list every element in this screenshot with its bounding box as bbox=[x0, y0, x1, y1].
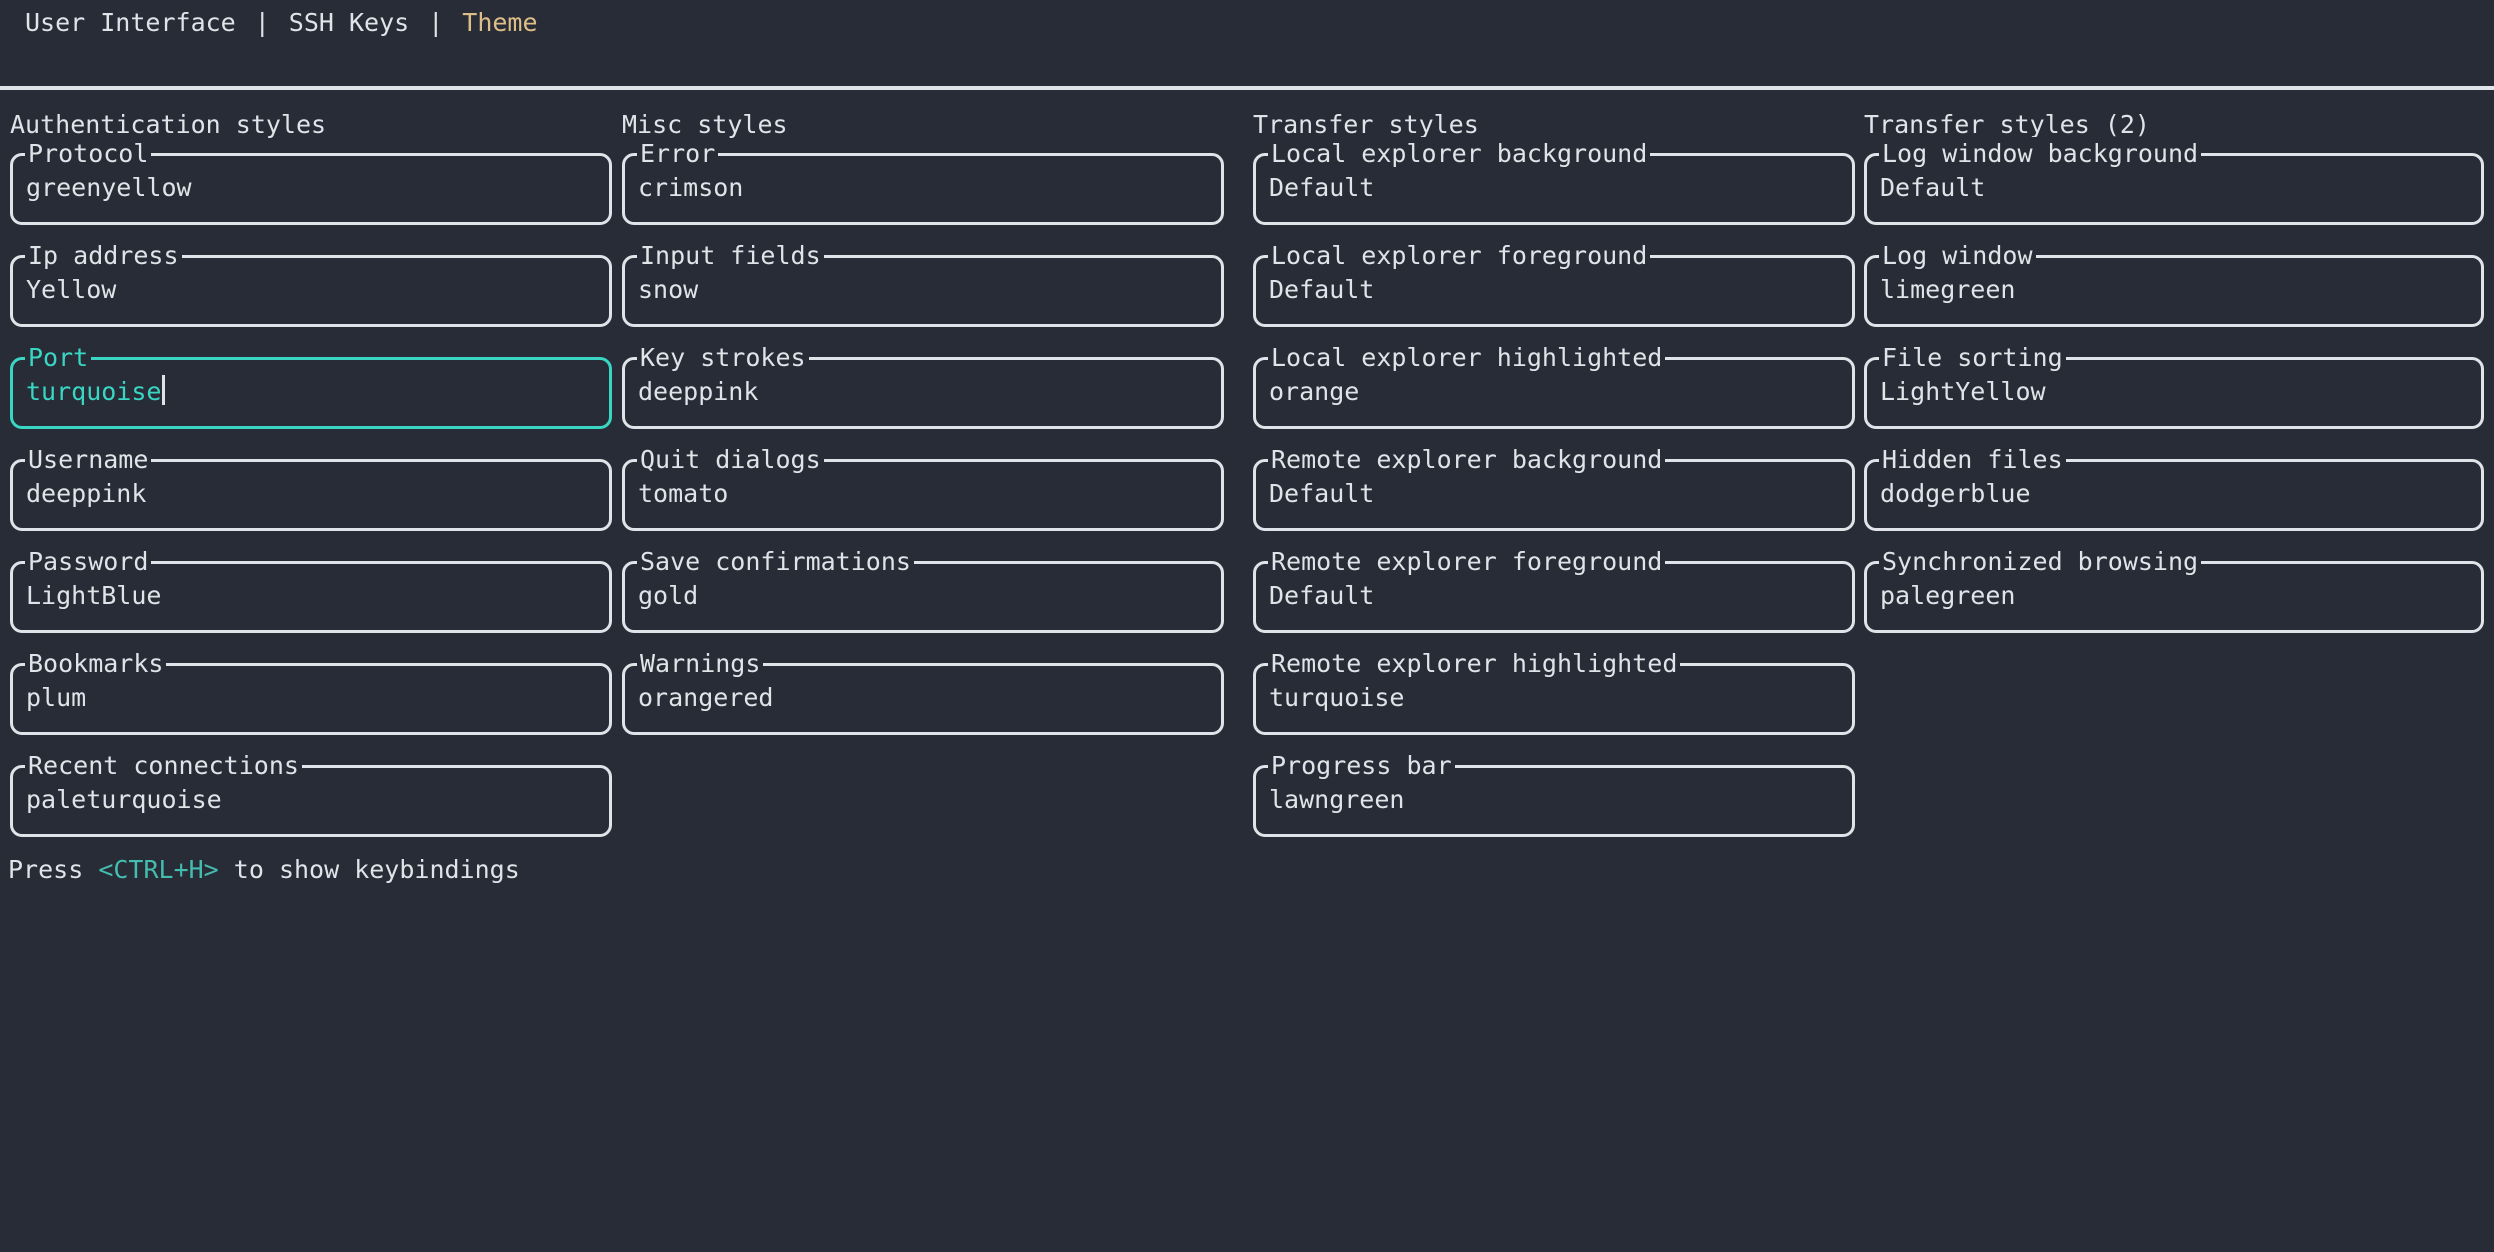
field-value: paleturquoise bbox=[26, 785, 222, 814]
hint-suffix: to show keybindings bbox=[218, 855, 520, 884]
field-label: Log window bbox=[1879, 239, 2036, 273]
field-local-explorer-background[interactable]: Local explorer background Default bbox=[1253, 137, 1855, 225]
field-label: Username bbox=[25, 443, 152, 477]
column-transfer-styles: Transfer styles Local explorer backgroun… bbox=[1253, 108, 1855, 867]
field-progress-bar[interactable]: Progress bar lawngreen bbox=[1253, 749, 1855, 837]
field-value: orangered bbox=[638, 683, 774, 712]
field-label: Bookmarks bbox=[25, 647, 167, 681]
keybindings-hint: Press <CTRL+H> to show keybindings bbox=[8, 853, 520, 887]
field-value: plum bbox=[26, 683, 87, 712]
field-value: gold bbox=[638, 581, 699, 610]
field-input-fields[interactable]: Input fields snow bbox=[622, 239, 1224, 327]
field-label: File sorting bbox=[1879, 341, 2066, 375]
field-label: Key strokes bbox=[637, 341, 809, 375]
field-remote-explorer-foreground[interactable]: Remote explorer foreground Default bbox=[1253, 545, 1855, 633]
header-separator-line bbox=[0, 86, 2494, 90]
field-synchronized-browsing[interactable]: Synchronized browsing palegreen bbox=[1864, 545, 2484, 633]
hint-prefix: Press bbox=[8, 855, 99, 884]
field-value: crimson bbox=[638, 173, 744, 202]
column-misc-styles: Misc styles Error crimson Input fields s… bbox=[622, 108, 1224, 765]
field-save-confirmations[interactable]: Save confirmations gold bbox=[622, 545, 1224, 633]
text-cursor bbox=[162, 375, 166, 405]
column-title: Transfer styles bbox=[1253, 110, 1479, 139]
field-local-explorer-highlighted[interactable]: Local explorer highlighted orange bbox=[1253, 341, 1855, 429]
field-value: LightYellow bbox=[1880, 377, 2046, 406]
field-log-window[interactable]: Log window limegreen bbox=[1864, 239, 2484, 327]
field-label: Port bbox=[25, 341, 92, 375]
field-label: Remote explorer background bbox=[1268, 443, 1666, 477]
field-label: Hidden files bbox=[1879, 443, 2066, 477]
field-username[interactable]: Username deeppink bbox=[10, 443, 612, 531]
field-value-text: turquoise bbox=[26, 377, 162, 406]
field-value: Default bbox=[1880, 173, 1986, 202]
tab-user-interface[interactable]: User Interface bbox=[25, 8, 236, 37]
field-password[interactable]: Password LightBlue bbox=[10, 545, 612, 633]
tab-separator: | bbox=[254, 8, 270, 37]
column-title: Authentication styles bbox=[10, 110, 327, 139]
field-hidden-files[interactable]: Hidden files dodgerblue bbox=[1864, 443, 2484, 531]
field-value: deeppink bbox=[638, 377, 759, 406]
column-transfer-styles-2: Transfer styles (2) Log window backgroun… bbox=[1864, 108, 2484, 663]
field-label: Progress bar bbox=[1268, 749, 1455, 783]
field-warnings[interactable]: Warnings orangered bbox=[622, 647, 1224, 735]
field-remote-explorer-background[interactable]: Remote explorer background Default bbox=[1253, 443, 1855, 531]
field-value: greenyellow bbox=[26, 173, 192, 202]
field-value: LightBlue bbox=[26, 581, 162, 610]
field-value: turquoise bbox=[13, 360, 609, 409]
field-label: Quit dialogs bbox=[637, 443, 824, 477]
field-label: Recent connections bbox=[25, 749, 302, 783]
field-value: Default bbox=[1269, 275, 1375, 304]
field-key-strokes[interactable]: Key strokes deeppink bbox=[622, 341, 1224, 429]
column-title: Transfer styles (2) bbox=[1864, 110, 2150, 139]
field-label: Input fields bbox=[637, 239, 824, 273]
tab-bar: User Interface | SSH Keys | Theme bbox=[25, 6, 538, 40]
field-label: Local explorer background bbox=[1268, 137, 1651, 171]
field-recent-connections[interactable]: Recent connections paleturquoise bbox=[10, 749, 612, 837]
field-error[interactable]: Error crimson bbox=[622, 137, 1224, 225]
field-remote-explorer-highlighted[interactable]: Remote explorer highlighted turquoise bbox=[1253, 647, 1855, 735]
field-port[interactable]: Port turquoise bbox=[10, 341, 612, 429]
field-ip-address[interactable]: Ip address Yellow bbox=[10, 239, 612, 327]
field-label: Error bbox=[637, 137, 719, 171]
field-value: Default bbox=[1269, 479, 1375, 508]
field-label: Remote explorer highlighted bbox=[1268, 647, 1681, 681]
field-value: lawngreen bbox=[1269, 785, 1405, 814]
field-label: Local explorer highlighted bbox=[1268, 341, 1666, 375]
field-label: Remote explorer foreground bbox=[1268, 545, 1666, 579]
field-value: Default bbox=[1269, 173, 1375, 202]
tab-separator: | bbox=[428, 8, 444, 37]
hint-key-ctrl-h: <CTRL+H> bbox=[98, 855, 219, 884]
field-label: Synchronized browsing bbox=[1879, 545, 2202, 579]
field-value: Default bbox=[1269, 581, 1375, 610]
field-file-sorting[interactable]: File sorting LightYellow bbox=[1864, 341, 2484, 429]
field-value: palegreen bbox=[1880, 581, 2016, 610]
field-label: Password bbox=[25, 545, 152, 579]
column-title: Misc styles bbox=[622, 110, 788, 139]
field-log-window-background[interactable]: Log window background Default bbox=[1864, 137, 2484, 225]
tab-ssh-keys[interactable]: SSH Keys bbox=[288, 8, 410, 37]
field-label: Warnings bbox=[637, 647, 764, 681]
field-value: limegreen bbox=[1880, 275, 2016, 304]
field-value: Yellow bbox=[26, 275, 117, 304]
field-value: orange bbox=[1269, 377, 1360, 406]
field-bookmarks[interactable]: Bookmarks plum bbox=[10, 647, 612, 735]
tab-theme[interactable]: Theme bbox=[462, 8, 538, 37]
field-value: deeppink bbox=[26, 479, 147, 508]
field-value: dodgerblue bbox=[1880, 479, 2031, 508]
field-value: tomato bbox=[638, 479, 729, 508]
field-label: Ip address bbox=[25, 239, 182, 273]
field-quit-dialogs[interactable]: Quit dialogs tomato bbox=[622, 443, 1224, 531]
field-label: Local explorer foreground bbox=[1268, 239, 1651, 273]
field-value: snow bbox=[638, 275, 699, 304]
field-local-explorer-foreground[interactable]: Local explorer foreground Default bbox=[1253, 239, 1855, 327]
field-label: Save confirmations bbox=[637, 545, 914, 579]
field-label: Log window background bbox=[1879, 137, 2202, 171]
field-protocol[interactable]: Protocol greenyellow bbox=[10, 137, 612, 225]
field-value: turquoise bbox=[1269, 683, 1405, 712]
column-authentication-styles: Authentication styles Protocol greenyell… bbox=[10, 108, 612, 867]
field-label: Protocol bbox=[25, 137, 152, 171]
